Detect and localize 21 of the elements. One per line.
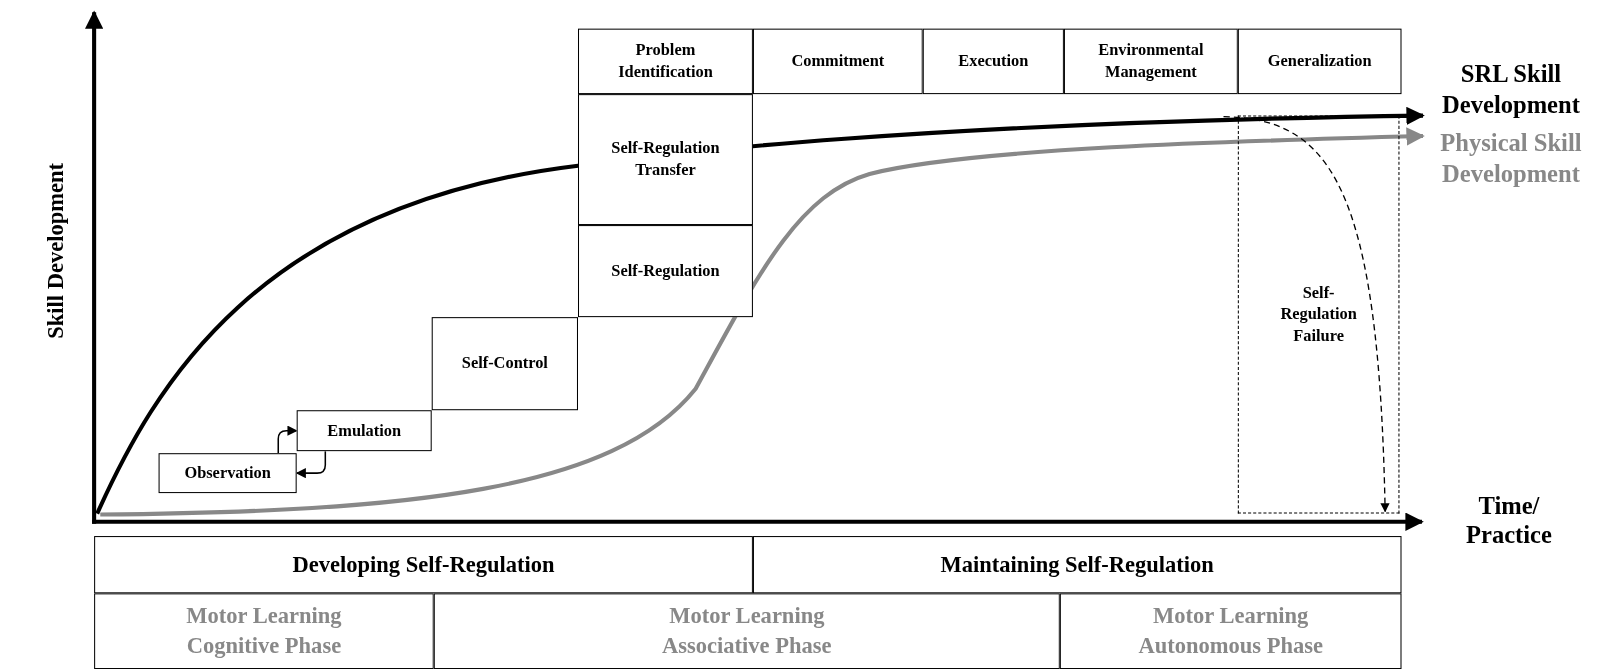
stage-box: Commitment <box>752 28 923 95</box>
curve-label: SRL Skill Development <box>1424 57 1598 121</box>
phase-box: Developing Self-Regulation <box>94 536 753 594</box>
stage-box: Self-Regulation Transfer <box>578 94 753 226</box>
stage-box: Environmental Management <box>1063 28 1238 95</box>
phase-box: Maintaining Self-Regulation <box>752 536 1402 594</box>
axis-title: Skill Development <box>42 162 70 341</box>
axis-title: Time/ Practice <box>1465 491 1553 550</box>
arrow <box>295 450 327 479</box>
stage-box: Generalization <box>1237 28 1402 95</box>
stage-box: Observation <box>158 453 297 494</box>
stage-box: Execution <box>922 28 1064 95</box>
phase-box: Motor Learning Associative Phase <box>433 593 1060 669</box>
stage-box: Self-Regulation <box>578 225 753 318</box>
phase-box: Motor Learning Autonomous Phase <box>1059 593 1402 669</box>
stage-box: Problem Identification <box>578 28 753 95</box>
stage-box: Self-Control <box>431 317 578 411</box>
phase-box: Motor Learning Cognitive Phase <box>94 593 434 669</box>
arrow <box>277 425 298 454</box>
curve-label: Physical Skill Development <box>1424 126 1598 191</box>
stage-box: Emulation <box>296 410 432 452</box>
